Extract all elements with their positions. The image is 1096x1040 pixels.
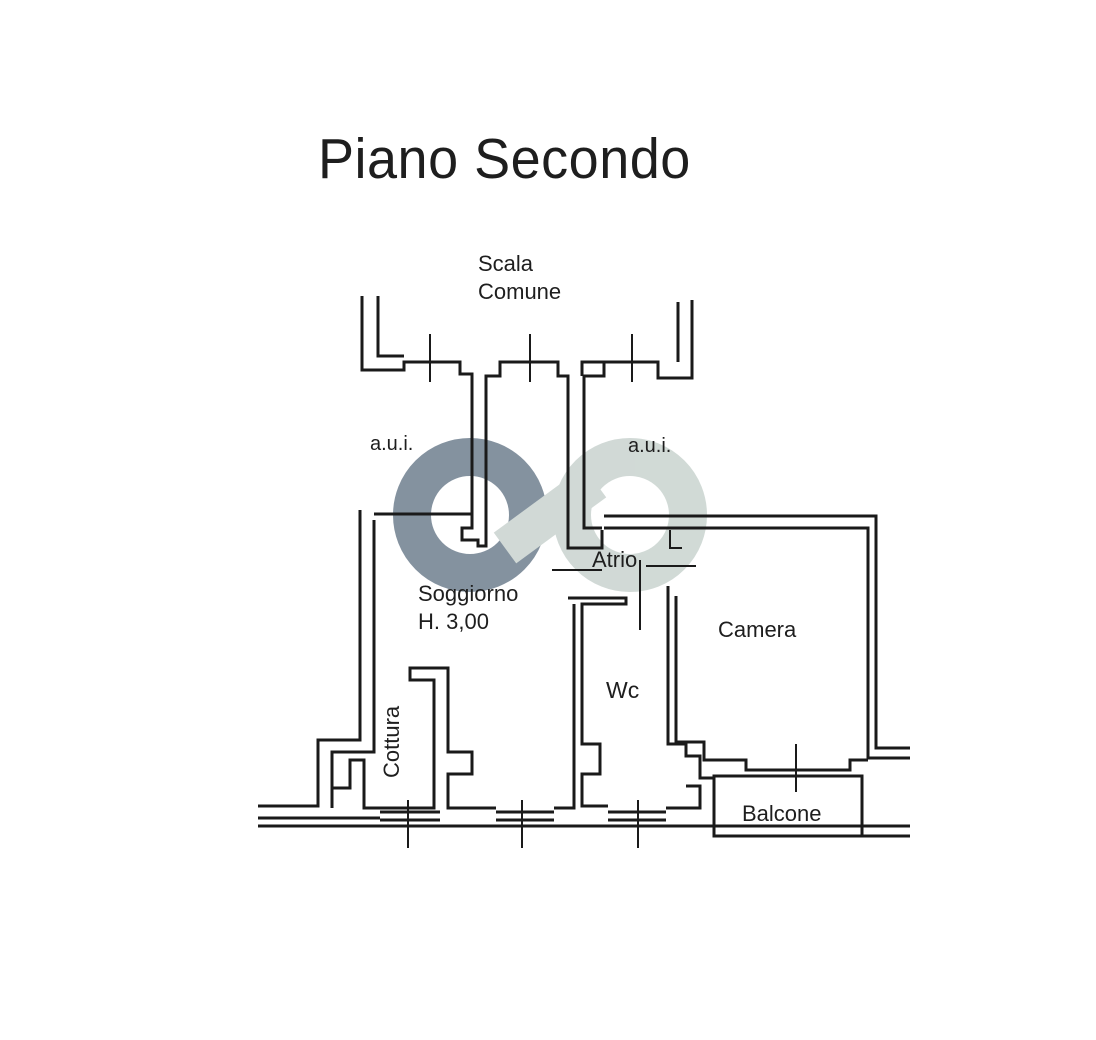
floor-title: Piano Secondo bbox=[318, 127, 691, 191]
adjacent-unit-left-label: a.u.i. bbox=[370, 433, 414, 455]
cottura-label: Cottura bbox=[379, 705, 404, 778]
balcone-label: Balcone bbox=[742, 801, 822, 826]
wc-label: Wc bbox=[606, 677, 640, 703]
outer-walls bbox=[258, 510, 910, 848]
stairs-label-line2: Comune bbox=[478, 278, 562, 304]
soggiorno-label: Soggiorno H. 3,00 bbox=[418, 580, 518, 635]
soggiorno-height: H. 3,00 bbox=[418, 608, 489, 634]
stairs-label-line1: Scala bbox=[478, 251, 534, 276]
atrio-label: Atrio bbox=[592, 547, 638, 572]
adjacent-unit-right-label: a.u.i. bbox=[628, 435, 672, 457]
stairs-label: Scala Comune bbox=[478, 250, 561, 305]
interior-walls bbox=[332, 530, 868, 810]
stair-walls bbox=[360, 296, 694, 550]
camera-label: Camera bbox=[718, 617, 797, 642]
soggiorno-name: Soggiorno bbox=[418, 581, 519, 606]
